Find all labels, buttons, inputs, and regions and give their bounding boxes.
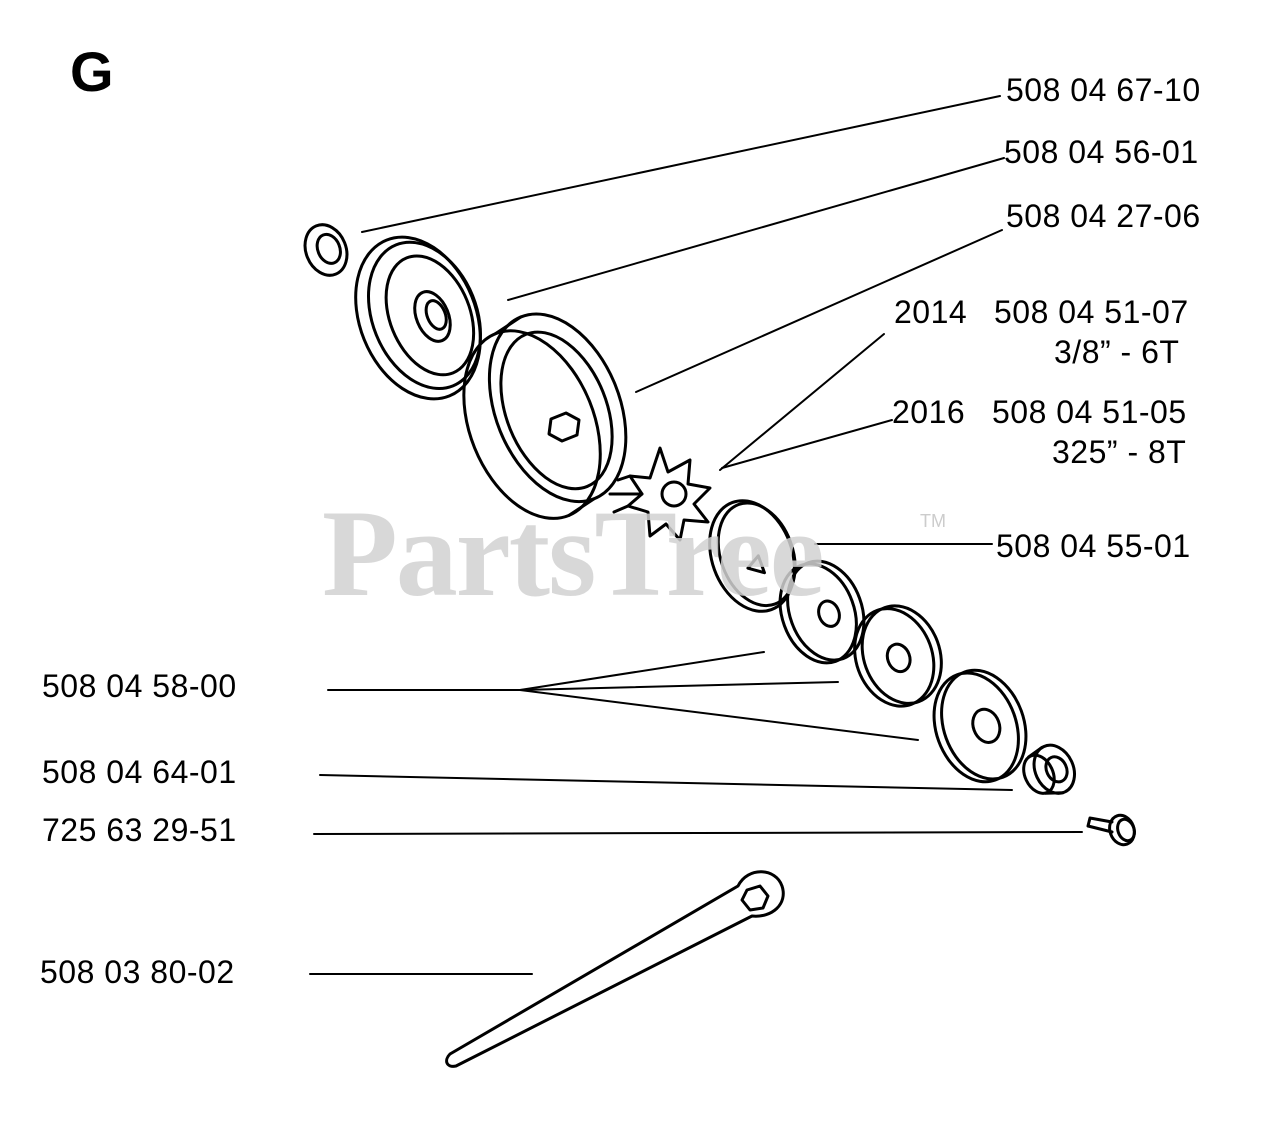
part-number-label[interactable]: 508 04 56-01 <box>1004 134 1199 170</box>
model-number-label: 2014 <box>894 294 968 330</box>
screw-part[interactable] <box>1086 812 1138 848</box>
leader-lines <box>309 95 1083 975</box>
clutch-cover-part[interactable] <box>333 218 504 418</box>
part-number-label[interactable]: 508 03 80-02 <box>40 954 235 990</box>
clutch-drum-part[interactable] <box>436 294 654 539</box>
drive-sprocket-part[interactable] <box>608 446 712 542</box>
part-number-label[interactable]: 508 04 55-01 <box>996 528 1191 564</box>
bushing-part[interactable] <box>1017 739 1083 805</box>
model-number-label: 2016 <box>892 394 966 430</box>
part-number-label[interactable]: 508 04 58-00 <box>42 668 237 704</box>
large-washer-part[interactable] <box>695 488 810 623</box>
watermark-text: PartsTree <box>322 485 825 622</box>
part-number-label[interactable]: 508 04 51-07 <box>994 294 1189 330</box>
wrench-part[interactable] <box>445 870 785 1068</box>
part-number-label[interactable]: 508 04 64-01 <box>42 754 237 790</box>
washer-part-3[interactable] <box>920 658 1041 793</box>
watermark-trademark: TM <box>920 511 946 531</box>
part-number-label[interactable]: 508 04 51-05 <box>992 394 1187 430</box>
part-number-label[interactable]: 508 04 27-06 <box>1006 198 1201 234</box>
part-number-label[interactable]: 508 04 67-10 <box>1006 72 1201 108</box>
part-spec-label: 3/8” - 6T <box>1054 334 1180 370</box>
part-number-label[interactable]: 725 63 29-51 <box>42 812 237 848</box>
washer-part-2[interactable] <box>841 595 954 718</box>
part-spec-label: 325” - 8T <box>1052 434 1187 470</box>
washer-part-1[interactable] <box>767 550 877 673</box>
section-letter: G <box>70 40 114 103</box>
drum-hex-hub <box>547 411 581 443</box>
small-washer-part[interactable] <box>298 218 355 281</box>
